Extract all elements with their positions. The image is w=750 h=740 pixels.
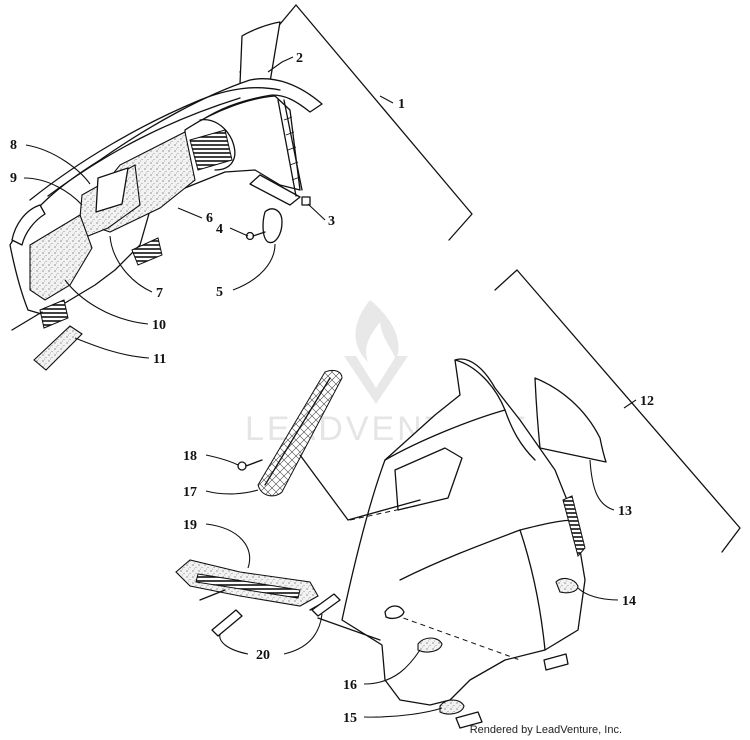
- lower-hood-line-a: [399, 519, 576, 581]
- clip-plate: [249, 174, 301, 206]
- leader-9: [23, 177, 83, 206]
- callout-12: 12: [640, 394, 654, 409]
- front-lip: [11, 204, 46, 246]
- callout-16: 16: [343, 678, 357, 693]
- callout-8: 8: [10, 138, 17, 153]
- leader-4: [229, 227, 249, 237]
- inner-liner: [184, 95, 301, 191]
- badge-small: [384, 605, 405, 619]
- bottom-tab-b: [543, 653, 569, 671]
- badge-14: [555, 577, 579, 594]
- inner-vent: [189, 129, 233, 171]
- callout-11: 11: [153, 352, 166, 367]
- callout-17: 17: [183, 485, 197, 500]
- callout-14: 14: [622, 594, 636, 609]
- leader-6: [177, 207, 203, 219]
- windshield: [239, 21, 281, 85]
- clip-5: [262, 208, 283, 244]
- callout-3: 3: [328, 214, 335, 229]
- fastener-3: [301, 196, 311, 206]
- mesh-grille-17: [257, 369, 343, 497]
- mesh-frame-inner: [264, 377, 331, 486]
- callout-9: 9: [10, 171, 17, 186]
- insulation-pad-10: [29, 214, 93, 301]
- side-grille: [562, 495, 586, 558]
- clip-18: [237, 461, 247, 471]
- callout-1: 1: [398, 97, 405, 112]
- lower-vent-b: [39, 299, 69, 329]
- leader-15: [363, 707, 443, 718]
- bracket-12: [494, 269, 741, 553]
- callout-7: 7: [156, 286, 163, 301]
- foam-guide: [11, 311, 43, 331]
- centerline-1: [394, 614, 521, 661]
- leader-1: [379, 95, 394, 104]
- leader-8: [25, 144, 91, 185]
- leader-17: [205, 489, 259, 495]
- mesh-guide: [299, 454, 421, 521]
- foam-block: [33, 325, 83, 371]
- leader-12: [623, 399, 637, 409]
- lower-hood-line-b: [519, 529, 546, 651]
- lower-vent-opening: [394, 447, 463, 511]
- leader-10: [64, 279, 149, 325]
- leader-lines: [23, 56, 637, 718]
- leader-2: [267, 56, 294, 73]
- leader-20: [219, 613, 323, 655]
- leader-16: [363, 649, 421, 685]
- render-credit: Rendered by LeadVenture, Inc.: [469, 724, 622, 736]
- callout-20: 20: [256, 648, 270, 663]
- insulation-cutout: [95, 167, 129, 213]
- callout-10: 10: [152, 318, 166, 333]
- leader-3: [307, 203, 326, 221]
- tape-20a: [211, 609, 243, 637]
- lower-hood-crease: [384, 409, 506, 461]
- clip-18-line: [245, 459, 263, 467]
- screw-4-shank: [252, 231, 266, 237]
- callout-13: 13: [618, 504, 632, 519]
- vent-strip-slats: [195, 573, 301, 599]
- lower-hood-shell: [341, 358, 586, 706]
- tape-guide: [317, 617, 381, 641]
- windshield-13: [534, 377, 607, 463]
- leader-5: [232, 243, 276, 291]
- upper-hood-assembly: [9, 4, 473, 371]
- callout-4: 4: [216, 222, 223, 237]
- callout-labels: 1 2 3 4 5 6 7 8 9 10 11 12 13 14 15 16 1…: [10, 51, 654, 726]
- seal-ribs: [283, 116, 301, 181]
- callout-5: 5: [216, 285, 223, 300]
- hood-crease: [47, 97, 241, 197]
- bottom-tab-a: [455, 711, 483, 729]
- callout-2: 2: [296, 51, 303, 66]
- leader-11: [74, 337, 150, 359]
- leader-14: [577, 587, 619, 601]
- lower-hood-assembly: [175, 269, 741, 729]
- tape-20b: [311, 593, 341, 617]
- badge-16: [417, 637, 443, 653]
- liner-curve: [199, 119, 236, 171]
- leader-7: [109, 235, 153, 293]
- hood-shell: [9, 78, 323, 316]
- lower-vent-a: [131, 237, 163, 266]
- hood-ridge: [29, 87, 281, 201]
- callout-18: 18: [183, 449, 197, 464]
- callout-15: 15: [343, 711, 357, 726]
- leader-18: [205, 454, 239, 466]
- callout-6: 6: [206, 211, 213, 226]
- leader-13: [589, 459, 615, 511]
- centerline-2: [349, 504, 421, 521]
- callout-19: 19: [183, 518, 197, 533]
- badge-15: [439, 699, 465, 715]
- leader-19: [205, 523, 251, 569]
